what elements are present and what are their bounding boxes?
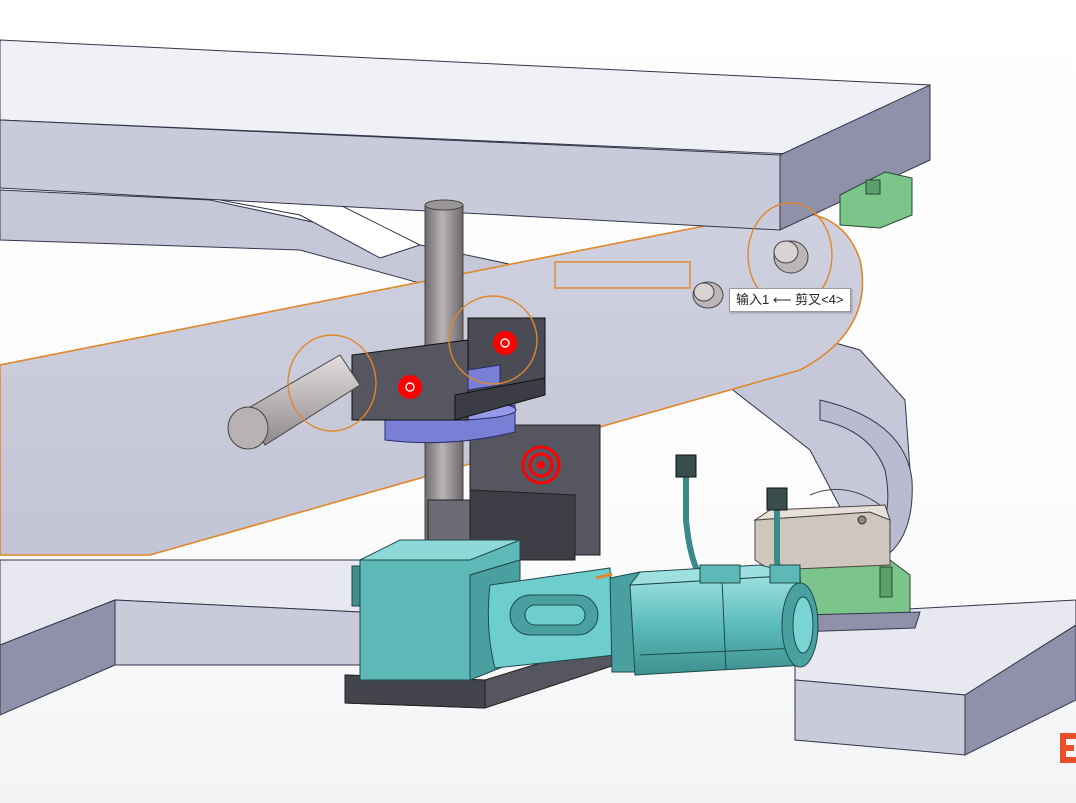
- motor-connector-icon: [699, 564, 741, 584]
- selection-circle-icon: [287, 334, 377, 432]
- mate-mark-icon: [537, 461, 545, 469]
- sensor-cable-left: [675, 454, 703, 577]
- sensor-box[interactable]: [753, 488, 891, 571]
- selection-highlights: [287, 202, 833, 432]
- arm-pin-small[interactable]: [692, 281, 724, 309]
- coupling-housing[interactable]: [487, 567, 616, 669]
- selection-circle-icon: [448, 295, 538, 385]
- motor-connector-icon: [769, 564, 801, 584]
- arm-pivot-pin[interactable]: [773, 240, 809, 274]
- connector-icon: [675, 454, 697, 478]
- u-bracket[interactable]: [351, 317, 546, 421]
- app-logo-icon: [1060, 733, 1076, 763]
- mate-tooltip: 输入1 ⟵ 剪叉<4>: [729, 288, 851, 312]
- mate-mark-icon: [528, 452, 554, 478]
- servo-motor[interactable]: [609, 564, 819, 676]
- base-rail[interactable]: [0, 559, 1076, 756]
- mate-tooltip-label: 输入1 ⟵ 剪叉<4>: [736, 292, 844, 307]
- mate-mark-icon: [398, 375, 422, 399]
- arm-slot: [554, 261, 691, 289]
- mate-mark-icon: [405, 382, 415, 392]
- connector-icon: [766, 487, 788, 511]
- mate-mark-icon: [493, 331, 517, 355]
- cross-pin[interactable]: [227, 354, 361, 450]
- mate-mark-icon: [500, 338, 510, 348]
- upper-bearing-block[interactable]: [839, 171, 913, 229]
- mate-mark-icon: [521, 445, 561, 485]
- top-platform[interactable]: [0, 39, 931, 231]
